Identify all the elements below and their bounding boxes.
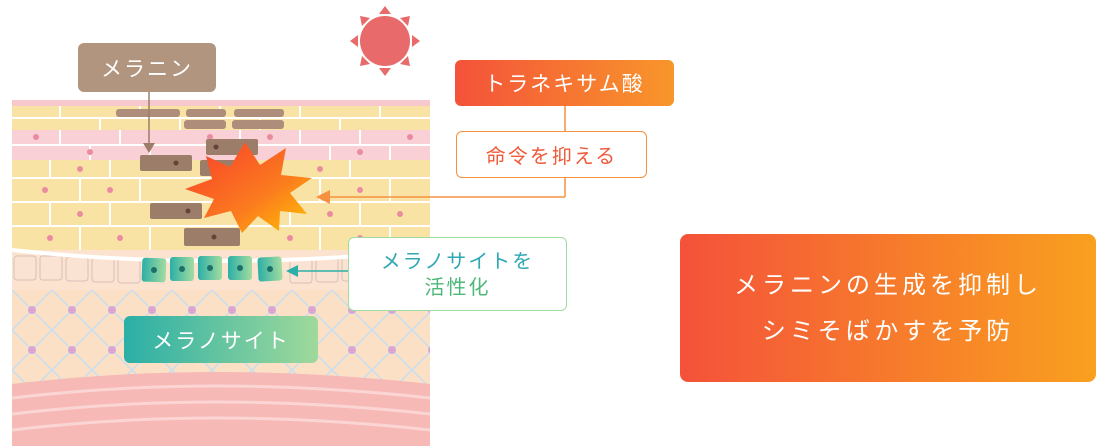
- tranexamic-acid-label: トラネキサム酸: [455, 60, 674, 106]
- activation-line2: 活性化: [424, 275, 491, 299]
- melanin-label: メラニン: [78, 43, 216, 92]
- arrow-left-icon: [286, 265, 298, 277]
- melanocyte-cells: [141, 256, 283, 283]
- arrow-left-icon: [316, 190, 330, 204]
- activation-line1: メラノサイトを: [380, 249, 535, 273]
- result-line2: シミそばかすを予防: [761, 317, 1015, 345]
- sun-icon: [350, 6, 420, 76]
- melanocyte-label: メラノサイト: [124, 316, 318, 363]
- melanocyte-activation-box: メラノサイトを 活性化: [348, 237, 567, 311]
- result-line1: メラニンの生成を抑制し: [734, 271, 1042, 299]
- suppress-command-box: 命令を抑える: [456, 131, 647, 178]
- burst-icon: [185, 142, 312, 233]
- connectors: [148, 92, 566, 272]
- result-box: メラニンの生成を抑制し シミそばかすを予防: [680, 234, 1096, 382]
- arrow-down-icon: [143, 143, 155, 153]
